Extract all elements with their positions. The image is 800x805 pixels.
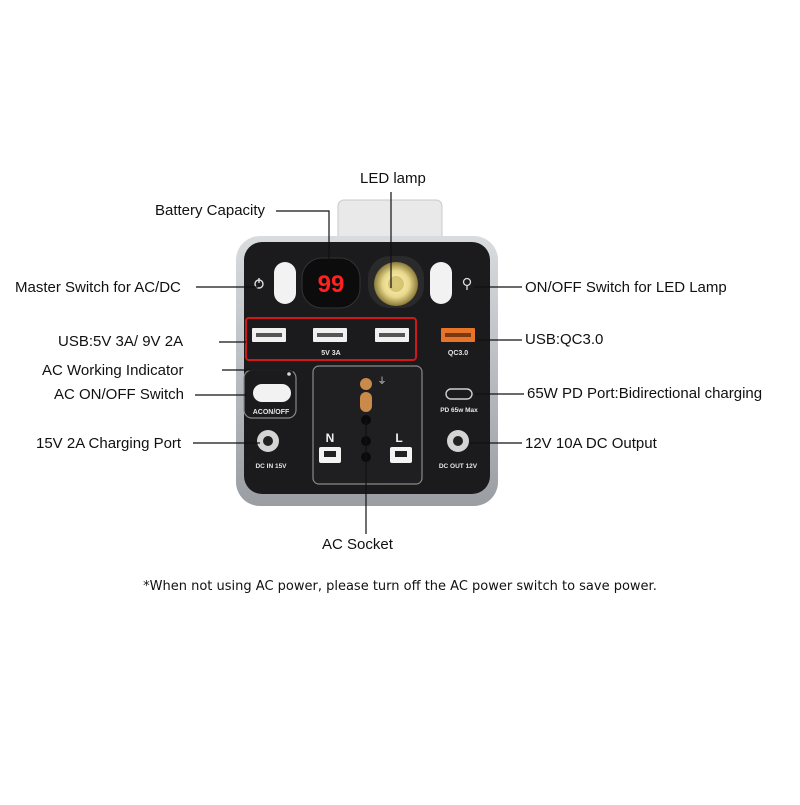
callout-usb-5v: USB:5V 3A/ 9V 2A xyxy=(58,333,184,350)
callout-led-lamp: LED lamp xyxy=(360,170,426,187)
dc-out-port[interactable]: DC OUT 12V xyxy=(439,430,478,470)
neutral-label: N xyxy=(326,431,335,445)
master-switch[interactable] xyxy=(254,262,296,304)
callout-pd-port: 65W PD Port:Bidirectional charging xyxy=(527,385,763,402)
dc-in-port[interactable]: DC IN 15V xyxy=(255,430,287,470)
ac-switch[interactable]: ACON/OFF xyxy=(243,369,297,419)
leader-lines xyxy=(193,192,524,534)
usb-port-group: 5V 3A xyxy=(245,317,417,361)
ac-indicator xyxy=(287,372,291,376)
dc-in-label: DC IN 15V xyxy=(255,463,287,470)
bulb-icon xyxy=(462,277,472,287)
carry-handle xyxy=(337,199,443,243)
ground-symbol: ⏚ xyxy=(377,376,386,386)
callout-usb-qc: USB:QC3.0 xyxy=(525,331,604,348)
callout-ac-socket: AC Socket xyxy=(322,536,393,553)
live-label: L xyxy=(395,431,402,445)
callout-master-switch: Master Switch for AC/DC xyxy=(15,279,181,296)
dc-out-label: DC OUT 12V xyxy=(439,463,478,470)
qc-port[interactable]: QC3.0 xyxy=(441,328,475,357)
callout-dc-output: 12V 10A DC Output xyxy=(525,435,657,452)
callout-ac-switch: AC ON/OFF Switch xyxy=(54,386,185,403)
footnote: *When not using AC power, please turn of… xyxy=(143,579,657,594)
ac-switch-label: ACON/OFF xyxy=(253,409,290,416)
battery-display: 99 xyxy=(301,257,361,309)
led-lamp xyxy=(368,256,424,308)
qc-port-label: QC3.0 xyxy=(448,350,468,357)
callout-battery-capacity: Battery Capacity xyxy=(155,202,266,219)
battery-display-value: 99 xyxy=(318,271,345,298)
usb-group-label: 5V 3A xyxy=(321,350,340,357)
callout-charging-port: 15V 2A Charging Port xyxy=(36,435,182,452)
callout-led-switch: ON/OFF Switch for LED Lamp xyxy=(525,279,727,296)
pd-port-label: PD 65w Max xyxy=(440,407,478,414)
pd-port[interactable]: PD 65w Max xyxy=(440,388,478,414)
ac-socket[interactable]: ⏚ N L xyxy=(312,365,423,485)
callout-ac-indicator: AC Working Indicator xyxy=(42,362,184,379)
led-switch[interactable] xyxy=(430,262,472,304)
